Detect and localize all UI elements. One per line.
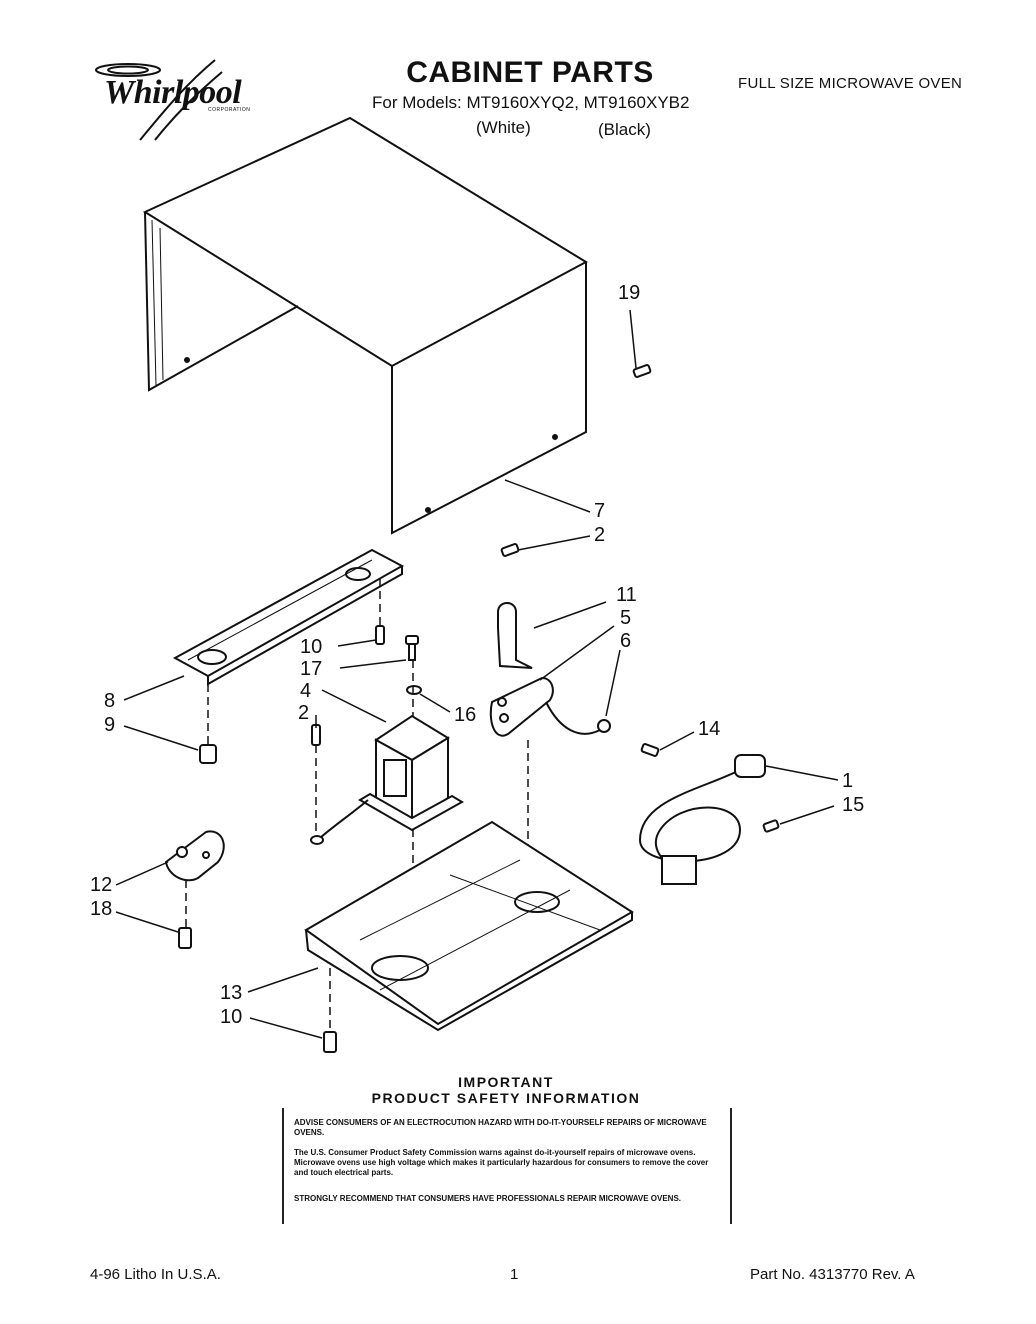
callout-5: 5 [620,607,632,629]
callout-2-transformer: 2 [298,702,310,724]
cabinet-wrapper [142,116,589,535]
callout-10: 10 [300,636,323,658]
footer-part-number: Part No. 4313770 Rev. A [750,1266,915,1283]
callout-13: 13 [220,982,243,1004]
hinge-plate [164,830,225,882]
callout-6: 6 [620,630,632,652]
safety-heading-important: IMPORTANT [458,1074,554,1090]
capacitor [489,676,611,737]
brand-subtitle: CORPORATION [208,107,251,113]
models-line: For Models: MT9160XYQ2, MT9160XYB2 [372,93,690,112]
screw-17 [405,635,419,661]
product-type: FULL SIZE MICROWAVE OVEN [738,75,963,92]
callout-10-base: 10 [220,1006,243,1028]
variant-white: (White) [476,118,531,137]
callout-7: 7 [594,500,606,522]
transformer [310,714,464,845]
callout-12: 12 [90,874,113,896]
capacitor-bracket [497,602,533,669]
safety-paragraph-1: ADVISE CONSUMERS OF AN ELECTROCUTION HAZ… [294,1118,707,1137]
callout-16: 16 [454,704,477,726]
screw-14 [640,743,660,757]
base-plate [304,820,634,1032]
screw-10-rail [375,625,385,645]
callout-1: 1 [842,770,854,792]
callout-14: 14 [698,718,721,740]
safety-heading: PRODUCT SAFETY INFORMATION [371,1090,641,1106]
callout-11: 11 [616,584,637,606]
variant-black: (Black) [598,120,651,139]
screw-19 [632,364,652,378]
screw-10-base [323,1031,337,1053]
callout-18: 18 [90,898,113,920]
callout-9: 9 [104,714,116,736]
page-title: CABINET PARTS [406,56,654,89]
callout-19: 19 [618,282,641,304]
footer-page-number: 1 [510,1266,519,1283]
footer-litho: 4-96 Litho In U.S.A. [90,1266,221,1283]
washer-16 [406,685,422,695]
safety-box: ADVISE CONSUMERS OF AN ELECTROCUTION HAZ… [282,1108,732,1224]
base-rail [172,548,405,686]
foot-9 [199,744,217,764]
callout-15: 15 [842,794,865,816]
power-cord [638,754,766,885]
safety-paragraph-2: The U.S. Consumer Product Safety Commiss… [294,1148,709,1177]
screw-2-top [500,543,520,557]
brand-logo: Whirlpool [104,74,242,111]
safety-paragraph-3: STRONGLY RECOMMEND THAT CONSUMERS HAVE P… [294,1194,681,1203]
whirlpool-logo-swoosh [95,59,223,141]
screw-18 [178,927,192,949]
callout-17: 17 [300,658,323,680]
screw-15 [762,819,780,833]
leader-lines [115,309,839,1039]
callout-4: 4 [300,680,312,702]
callout-2: 2 [594,524,606,546]
callout-8: 8 [104,690,116,712]
